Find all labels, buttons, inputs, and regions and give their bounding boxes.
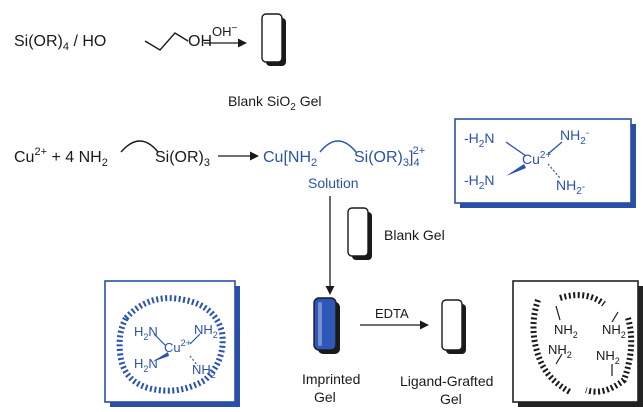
blank-gel-label: Blank Gel: [384, 227, 445, 243]
cavity-wall: [116, 295, 226, 394]
copper-complex-formula: Cu[NH2: [263, 149, 317, 169]
row2-silane-text: Si(OR)3: [155, 149, 210, 169]
blank-sio2-gel-column: [261, 13, 286, 66]
imprinted-gel-label-2: Gel: [314, 389, 336, 405]
catalyst-label: OH−: [212, 23, 238, 39]
grafted-nh2-c: NH2: [548, 342, 572, 360]
grafted-nh2-a: NH2: [554, 322, 578, 340]
box-h2n-bottom: -H2N: [464, 172, 494, 192]
grafted-wall-right: [585, 317, 635, 395]
imprinted-gel-column: [313, 297, 340, 354]
ligand-grafted-gel-label-2: Gel: [440, 391, 462, 407]
cavity-cu-center: Cu2+: [164, 338, 191, 355]
ligand-grafted-gel-column: [441, 299, 466, 354]
grafted-nh2-b: NH2: [602, 322, 626, 340]
cavity-h2n-top: H2N: [134, 324, 158, 342]
grafted-nh2-d: NH2: [596, 348, 620, 366]
ligand-grafted-box: NH2 NH2 NH2 NH2: [512, 280, 643, 407]
row1-reactant-text: Si(OR)4 / HO: [14, 33, 106, 53]
row1-oh-text: OH: [188, 33, 212, 50]
cavity-nh2-top: NH2: [194, 322, 218, 340]
row2-reactant-text: Cu2+ + 4 NH2: [14, 146, 108, 169]
blank-sio2-gel-label: Blank SiO2 Gel: [228, 93, 322, 113]
ethylene-glycol-bond: [144, 32, 189, 51]
box-nh2-top: NH2-: [560, 127, 589, 147]
edta-label: EDTA: [375, 306, 409, 321]
ligand-grafted-gel-label: Ligand-Grafted: [400, 373, 493, 389]
row2-reaction: Cu2+ + 4 NH2 Si(OR)3 Cu[NH2 Si(OR)3]42+ …: [14, 140, 425, 191]
box-h2n-top: -H2N: [464, 130, 494, 150]
imprinted-cavity-box: H2N NH2 Cu2+ H2N NH2: [104, 280, 240, 407]
imprinted-gel-label: Imprinted: [302, 371, 360, 387]
grafted-wall-top: [559, 292, 606, 307]
complex-structure-box: -H2N NH2- Cu2+ -H2N NH2-: [454, 118, 636, 208]
aminopropyl-linker: [120, 140, 159, 153]
blank-gel-column: [347, 207, 372, 260]
solution-label: Solution: [308, 175, 359, 191]
copper-complex-formula-tail: Si(OR)3]42+: [354, 145, 425, 169]
box-nh2-bottom: NH2-: [556, 177, 585, 197]
complex-linker: [319, 140, 357, 153]
box-cu-center: Cu2+: [522, 150, 551, 167]
cavity-h2n-bottom: H2N: [134, 356, 158, 374]
cavity-nh2-bottom: NH2: [192, 362, 216, 380]
row1-reaction: Si(OR)4 / HO OH OH− Blank SiO2 Gel: [14, 13, 322, 113]
